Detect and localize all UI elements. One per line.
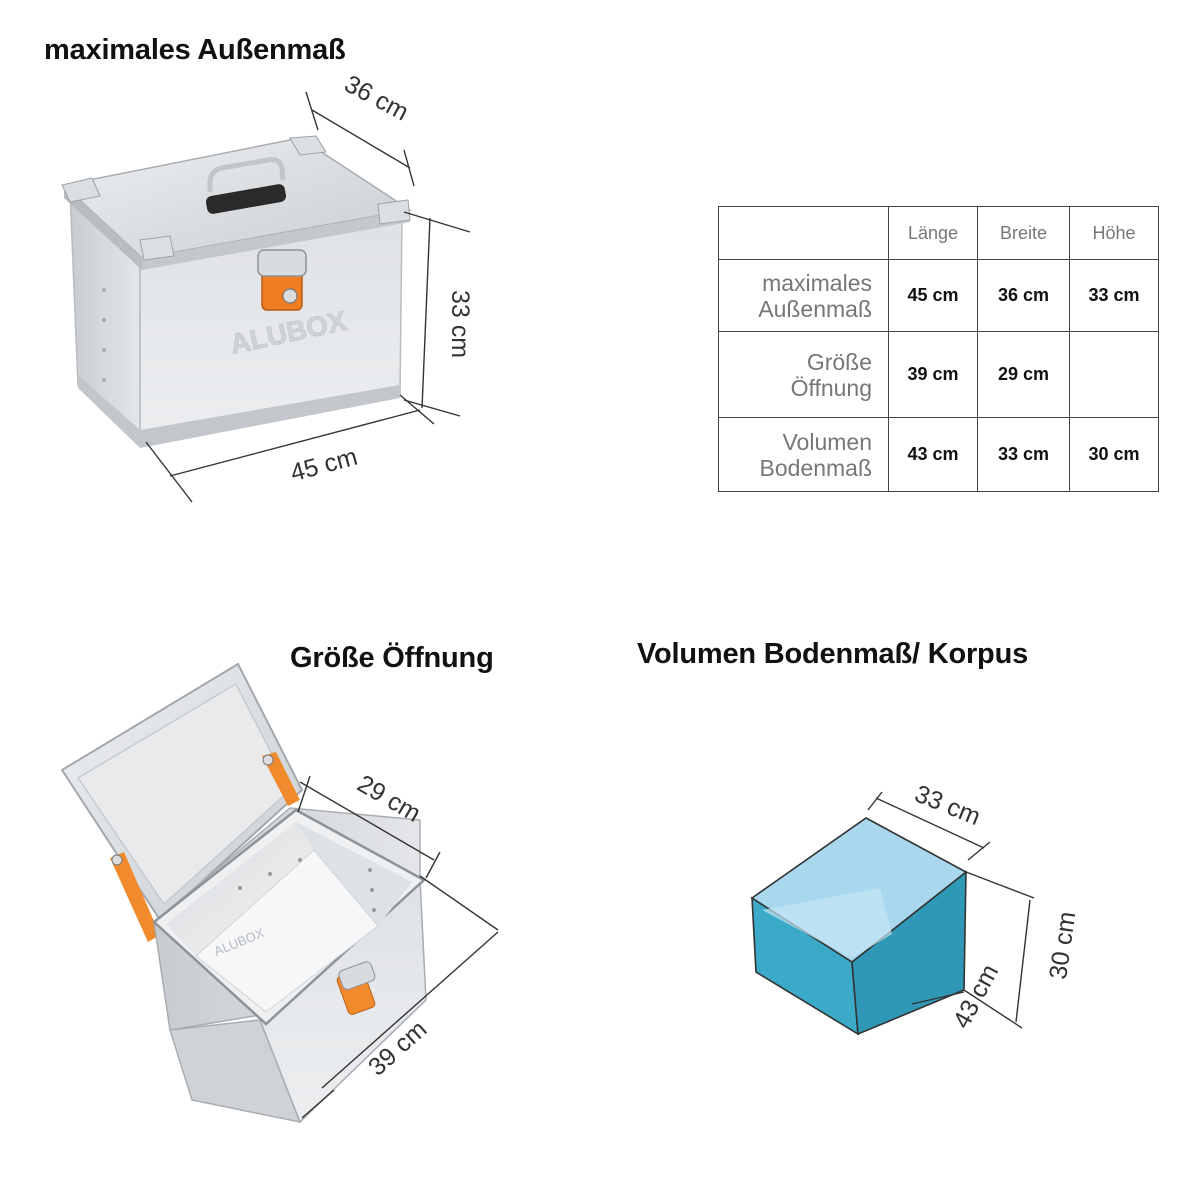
table-cell: 30 cm [1069,417,1159,492]
table-cell: 39 cm [888,331,978,418]
table-cell [1069,331,1159,418]
row-label-line1: Volumen [782,428,872,455]
table-cell: 36 cm [977,259,1070,332]
closed-box-length-label: 45 cm [287,443,360,488]
heading-volume-base: Volumen Bodenmaß/ Korpus [637,638,1029,670]
open-box-illustration: ALUBOX [60,662,427,1124]
table-header-length: Länge [888,206,978,260]
table-row: maximales Außenmaß 45 cm 36 cm 33 cm [718,259,1159,332]
closed-box-height-label: 33 cm [446,290,474,358]
table-row: Größe Öffnung 39 cm 29 cm [718,331,1159,418]
table-row: Volumen Bodenmaß 43 cm 33 cm 30 cm [718,417,1159,492]
table-cell: 33 cm [1069,259,1159,332]
row-label: maximales Außenmaß [718,259,889,332]
closed-box-depth-label: 36 cm [340,70,413,127]
volume-cube-width-label: 33 cm [911,780,985,831]
volume-cube-illustration [750,817,968,1036]
open-box-dimension-lines [297,775,499,1119]
row-label-line1: Größe [806,348,872,375]
table-cell: 45 cm [888,259,978,332]
dimensions-table: Länge Breite Höhe maximales Außenmaß 45 … [718,206,1159,492]
table-header-row: Länge Breite Höhe [718,206,1159,260]
table-cell: 33 cm [977,417,1070,492]
row-label: Volumen Bodenmaß [718,417,889,492]
row-label-line1: maximales [762,269,872,296]
table-header-empty [718,206,889,260]
closed-box-illustration: ALUBOX [61,135,412,448]
table-header-height: Höhe [1069,206,1159,260]
heading-outer-dimensions: maximales Außenmaß [44,34,346,66]
volume-cube-dimension-lines [867,791,1035,1029]
row-label-line2: Öffnung [790,374,872,401]
closed-box-dimension-lines [145,91,471,503]
row-label-line2: Außenmaß [758,295,872,322]
table-cell: 29 cm [977,331,1070,418]
volume-cube-height-label: 30 cm [1044,910,1081,981]
row-label: Größe Öffnung [718,331,889,418]
table-header-width: Breite [977,206,1070,260]
table-cell: 43 cm [888,417,978,492]
heading-opening-size: Größe Öffnung [290,642,494,674]
row-label-line2: Bodenmaß [759,454,872,481]
